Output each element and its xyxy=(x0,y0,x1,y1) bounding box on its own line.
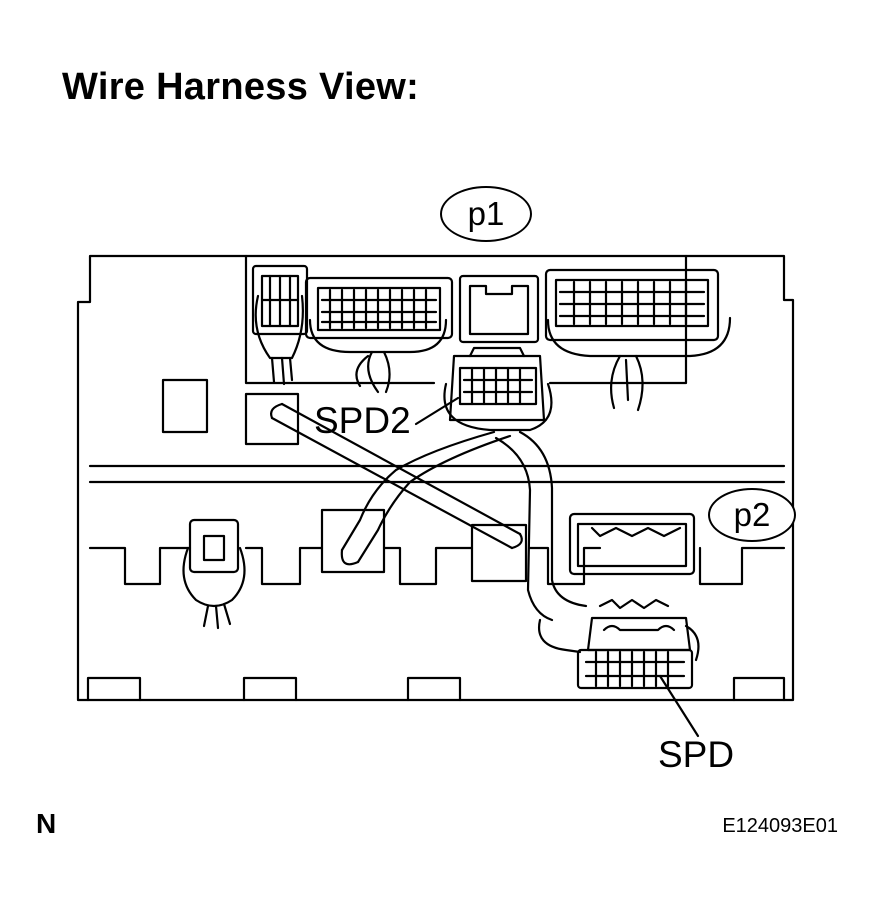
callout-p1: p1 xyxy=(440,186,532,242)
top-connectors xyxy=(251,264,732,412)
label-spd: SPD xyxy=(658,734,735,775)
lower-left-grommet xyxy=(182,518,246,630)
orientation-mark: N xyxy=(36,808,57,839)
spd2-connector xyxy=(414,346,553,432)
label-spd2: SPD2 xyxy=(314,400,411,441)
callout-p2: p2 xyxy=(708,488,796,542)
spd-connector xyxy=(537,598,700,738)
harness-wire xyxy=(270,402,588,622)
p2-connector xyxy=(568,512,696,576)
diagram-title: Wire Harness View: xyxy=(62,66,420,108)
figure-code: E124093E01 xyxy=(722,815,838,837)
